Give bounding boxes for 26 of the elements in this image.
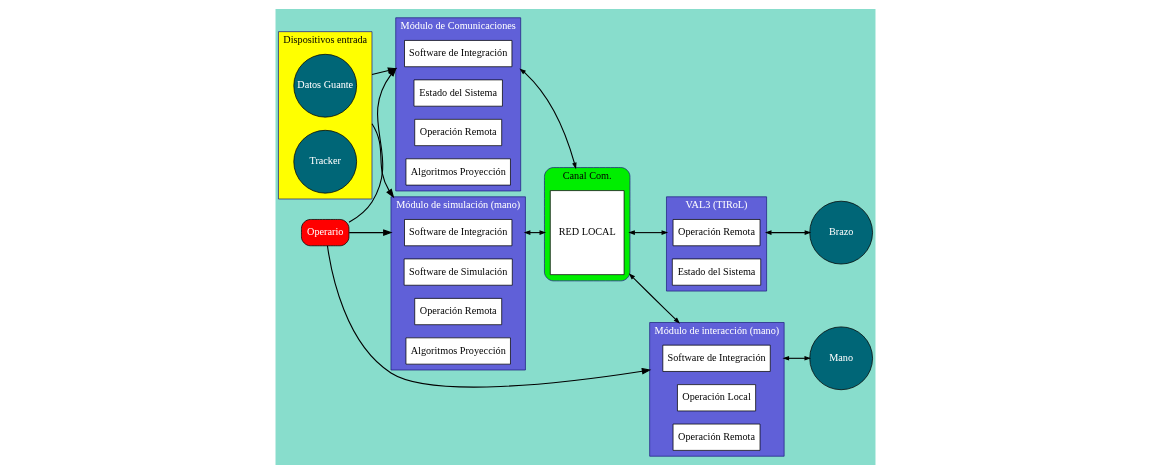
arrow [518, 67, 577, 169]
arrow [348, 228, 393, 236]
node-box: Estado del Sistema [671, 258, 761, 286]
node-box: Algoritmos Proyección [405, 337, 511, 364]
node-box: Operación Remota [672, 218, 760, 246]
arrow [628, 272, 680, 324]
node-box: Estado del Sistema [413, 79, 503, 107]
arrow [370, 122, 394, 198]
node-box: Operación Remota [413, 118, 502, 146]
node-circle: Datos Guante [292, 53, 357, 117]
node-box: Software de Integración [403, 218, 512, 246]
arrow [627, 229, 668, 235]
node-box: Algoritmos Proyección [405, 157, 511, 185]
arrow [764, 229, 811, 235]
node-box: Software de Integración [403, 39, 512, 67]
node-circle: Tracker [292, 129, 357, 193]
arrow [326, 244, 651, 388]
node-box: Operación Local [676, 383, 756, 411]
node-circle: Brazo [808, 200, 873, 264]
node-box: RED LOCAL [549, 189, 624, 275]
node-box: Operación Remota [413, 297, 502, 325]
node-box: Software de Integración [661, 344, 771, 372]
node-box: Operación Remota [672, 423, 760, 451]
node-box: Operario [300, 218, 349, 246]
node-circle: Mano [808, 326, 873, 390]
node-box: Software de Simulación [403, 258, 513, 286]
